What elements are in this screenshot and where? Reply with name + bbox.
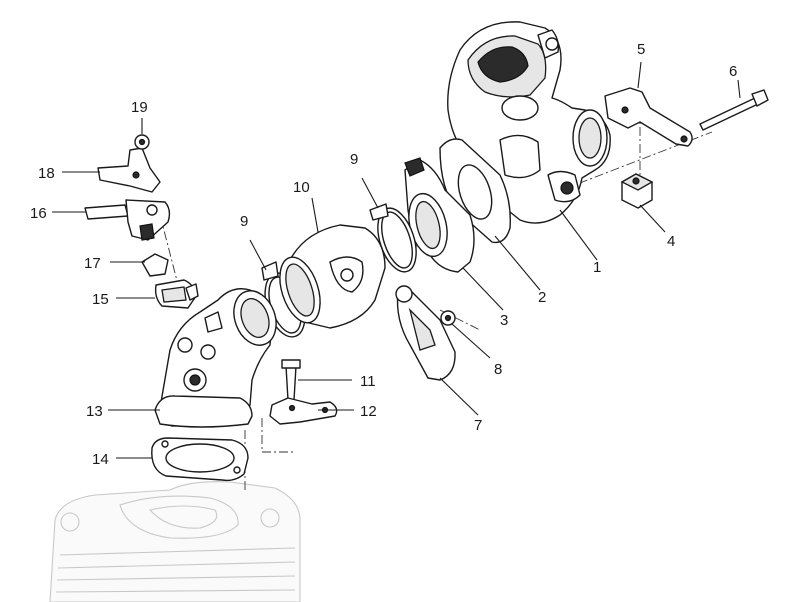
callout-4: 4: [667, 233, 675, 250]
callout-7: 7: [474, 417, 482, 434]
callout-13: 13: [86, 403, 103, 420]
callout-19: 19: [131, 99, 148, 116]
retaining-clip: [110, 253, 169, 277]
throttle-sensor: [395, 285, 479, 416]
injector-bracket: [62, 147, 161, 193]
callout-9-upper: 9: [350, 151, 358, 168]
callout-17: 17: [84, 255, 101, 272]
retaining-plate: [269, 397, 354, 425]
sensor-screw: [440, 310, 491, 359]
long-bolt: [699, 79, 769, 131]
fuel-injector: [116, 279, 199, 309]
callout-9-lower: 9: [240, 213, 248, 230]
callout-3: 3: [500, 312, 508, 329]
fuel-line-connector: [52, 199, 171, 241]
support-bracket: [604, 61, 693, 147]
callout-15: 15: [92, 291, 109, 308]
callout-1: 1: [593, 259, 601, 276]
adapter-flange: [404, 157, 504, 311]
engine-cylinder-head-ghost: [49, 481, 301, 602]
callout-2: 2: [538, 289, 546, 306]
callout-11: 11: [360, 373, 376, 390]
intake-coupling: [279, 197, 386, 329]
mounting-block: [620, 173, 666, 233]
callout-8: 8: [494, 361, 502, 378]
callout-18: 18: [38, 165, 55, 182]
callout-5: 5: [637, 41, 645, 58]
callout-6: 6: [729, 63, 737, 80]
manifold-gasket: [116, 437, 249, 482]
callout-12: 12: [360, 403, 377, 420]
bracket-screw: [134, 118, 150, 150]
hose-clamp-upper: [361, 177, 417, 273]
callout-10: 10: [293, 179, 310, 196]
callout-14: 14: [92, 451, 109, 468]
intake-manifold: [108, 288, 277, 428]
callout-labels: 1 2 3 4 5 6 7 8 9 9 10 11 12 13 14 15 16…: [30, 41, 737, 468]
callout-16: 16: [30, 205, 47, 222]
manifold-bolt: [281, 359, 352, 401]
